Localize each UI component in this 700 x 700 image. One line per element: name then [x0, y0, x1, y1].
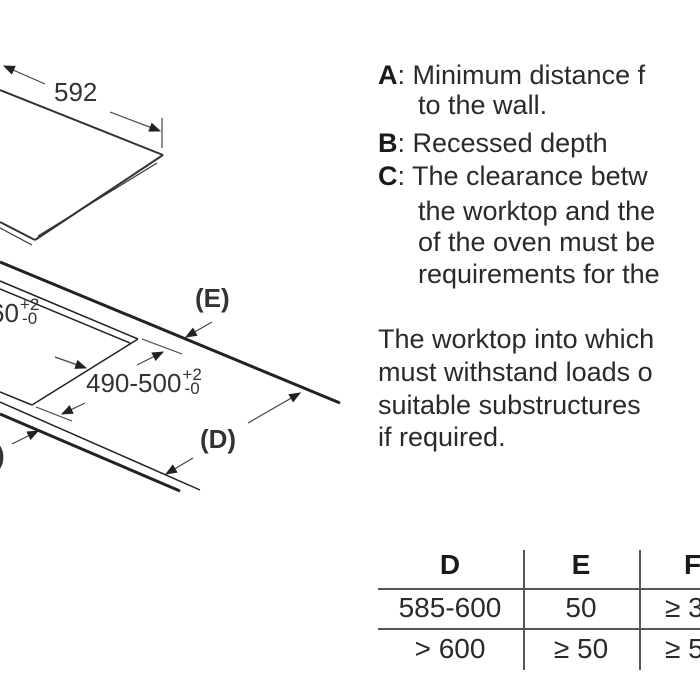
tolerance-minus: -0 [184, 379, 200, 398]
cutout-depth-label: 490-500+2-0 [86, 365, 202, 399]
width-label: 592 [54, 77, 98, 107]
tolerance-plus: +2 [182, 365, 202, 384]
legend-item-b: B: Recessed depth [378, 128, 608, 158]
label-d: (D) [200, 424, 237, 454]
width-dimension [2, 65, 163, 148]
note-line: if required. [378, 422, 506, 452]
legend-item-c: C: The clearance betw [378, 161, 648, 191]
legend-text: requirements for the [418, 259, 660, 289]
table-header: F [684, 549, 700, 580]
label-e: (E) [195, 283, 230, 313]
legend-text: the worktop and the [418, 196, 656, 226]
legend-key: A [378, 60, 398, 90]
legend-item-a: A: Minimum distance f [378, 60, 646, 90]
table-header: D [439, 549, 461, 580]
legend-key: C [378, 161, 398, 191]
table-cell: 585-600 [398, 592, 502, 623]
note-line: suitable substructures [378, 390, 641, 420]
note-line: must withstand loads o [378, 357, 653, 387]
cutout-width-label: 60+2-0 [0, 295, 40, 329]
legend-text: of the oven must be [418, 227, 656, 257]
worktop [0, 260, 341, 493]
table-cell: ≥ 3 [665, 592, 700, 623]
legend-text: The clearance betw [412, 161, 648, 191]
tolerance-plus: +2 [19, 295, 40, 314]
table-cell: ≥ 5 [665, 633, 700, 664]
cutout-width-tolerance: +2-0 [19, 295, 40, 328]
table-cell: ≥ 50 [553, 633, 609, 664]
hob-plate [0, 89, 164, 246]
legend-text: to the wall. [418, 90, 548, 120]
note-line: The worktop into which [378, 324, 655, 354]
legend-text: Recessed depth [412, 128, 608, 158]
table-cell: 50 [565, 592, 597, 623]
label-partial: ) [0, 440, 5, 471]
legend-text: Minimum distance f [412, 60, 646, 90]
legend-key: B [378, 128, 398, 158]
cutout-depth-value: 490-500 [86, 368, 182, 398]
dimension-arrows [11, 321, 302, 475]
cutout-depth-tolerance: +2-0 [182, 365, 202, 398]
cutout-width-value: 60 [0, 298, 19, 328]
table-cell: > 600 [414, 633, 486, 664]
data-table-grid [378, 550, 700, 670]
table-header: E [571, 549, 591, 580]
tolerance-minus: -0 [22, 309, 38, 328]
